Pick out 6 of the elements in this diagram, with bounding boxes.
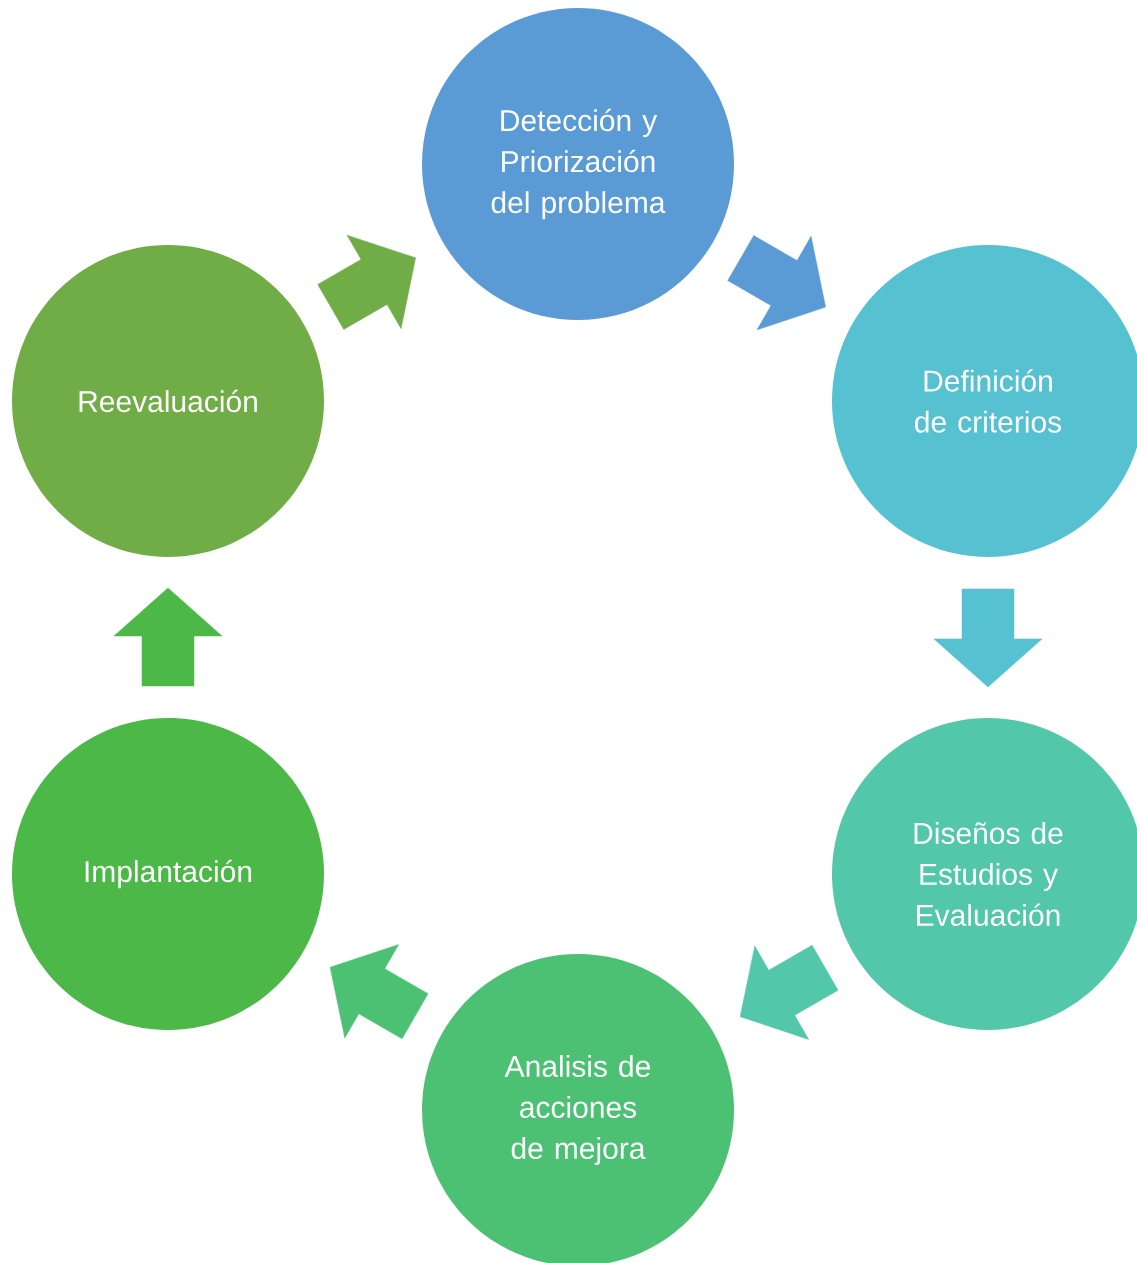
block-arrow [933, 588, 1043, 688]
block-arrow [317, 234, 416, 330]
block-arrow [727, 235, 826, 331]
block-arrow [329, 944, 429, 1039]
block-arrow [113, 587, 223, 687]
block-arrow [739, 945, 839, 1040]
